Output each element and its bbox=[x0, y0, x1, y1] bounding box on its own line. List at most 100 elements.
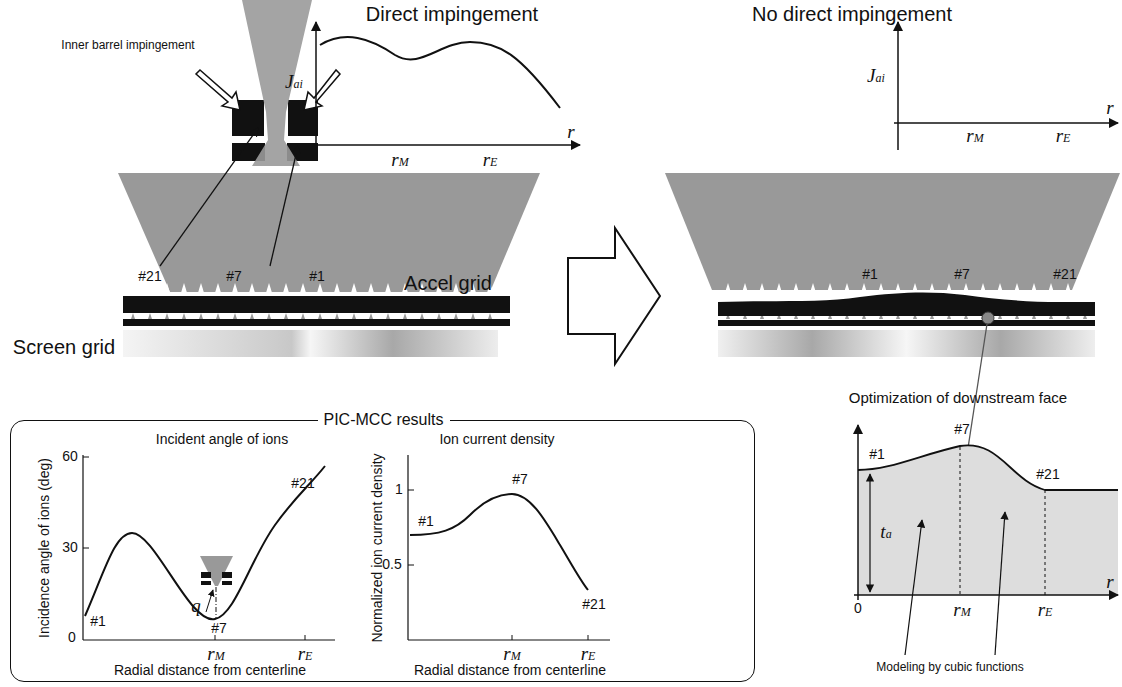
beamlet bbox=[267, 313, 271, 319]
plot-title: Incident angle of ions bbox=[156, 432, 288, 447]
axis-tick: rM bbox=[391, 150, 408, 171]
beamlet bbox=[335, 313, 339, 319]
beamlet bbox=[962, 283, 970, 296]
beamlet bbox=[384, 283, 392, 296]
beamlet bbox=[1081, 283, 1089, 296]
beamlet bbox=[775, 283, 783, 296]
beamlet bbox=[250, 313, 254, 319]
beamlet bbox=[367, 283, 375, 296]
beamlet bbox=[299, 283, 307, 296]
beamlet bbox=[826, 283, 834, 296]
axis-tick: rE bbox=[1056, 126, 1071, 147]
beamlet bbox=[996, 283, 1004, 296]
beamlet bbox=[1013, 283, 1021, 296]
beamlet bbox=[214, 283, 222, 296]
beamlet bbox=[197, 283, 205, 296]
beamlet bbox=[163, 283, 171, 296]
aperture-number: #7 bbox=[512, 472, 528, 487]
plot-title: Direct impingement bbox=[366, 3, 538, 25]
beamlet bbox=[248, 283, 256, 296]
note-text: Modeling by cubic functions bbox=[876, 661, 1023, 674]
beamlet bbox=[471, 313, 475, 319]
axis-symbol: Jai bbox=[867, 66, 885, 87]
beamlet bbox=[741, 283, 749, 296]
aperture-number: #21 bbox=[582, 597, 605, 612]
axis-tick: 0 bbox=[854, 601, 862, 616]
panel-title: Optimization of downstream face bbox=[849, 390, 1067, 407]
beamlet bbox=[809, 283, 817, 296]
beamlet bbox=[403, 313, 407, 319]
aperture-number: #21 bbox=[291, 476, 314, 491]
axis-symbol: r bbox=[1106, 572, 1113, 593]
beamlet bbox=[877, 283, 885, 296]
axis-tick: 60 bbox=[62, 449, 78, 464]
beamlet bbox=[216, 313, 220, 319]
beamlet bbox=[979, 283, 987, 296]
aperture-number: #7 bbox=[226, 269, 242, 284]
beamlet bbox=[318, 313, 322, 319]
plot-title: Ion current density bbox=[439, 432, 554, 447]
axis-symbol: r bbox=[567, 122, 574, 143]
axis-title: Normalized ion current density bbox=[370, 453, 385, 642]
beamlet bbox=[129, 283, 137, 296]
beamlet bbox=[199, 313, 203, 319]
beamlet bbox=[724, 283, 732, 296]
beamlet bbox=[182, 313, 186, 319]
beamlet bbox=[165, 313, 169, 319]
beamlet bbox=[265, 283, 273, 296]
axis-tick: rE bbox=[483, 150, 498, 171]
beamlet bbox=[792, 283, 800, 296]
angle-symbol: q bbox=[191, 596, 201, 617]
beamlet bbox=[146, 283, 154, 296]
axis-tick: rM bbox=[966, 126, 983, 147]
aperture-number: #1 bbox=[309, 269, 325, 284]
axis-tick: 30 bbox=[62, 540, 78, 555]
axis-title: Incidence angle of ions (deg) bbox=[37, 458, 52, 638]
aperture-number: #1 bbox=[862, 267, 878, 282]
axis-tick: rE bbox=[581, 644, 596, 665]
aperture-number: #1 bbox=[90, 614, 106, 629]
aperture-number: #21 bbox=[1053, 267, 1076, 282]
beamlet bbox=[284, 313, 288, 319]
grid-label: Accel grid bbox=[404, 272, 492, 294]
aperture-number: #7 bbox=[954, 422, 970, 437]
beamlet bbox=[369, 313, 373, 319]
aperture-number: #7 bbox=[954, 267, 970, 282]
beamlet bbox=[350, 283, 358, 296]
beamlet bbox=[386, 313, 390, 319]
beamlet bbox=[131, 313, 135, 319]
axis-title: Radial distance from centerline bbox=[414, 663, 606, 678]
beamlet bbox=[301, 313, 305, 319]
beamlet bbox=[1047, 283, 1055, 296]
beamlet bbox=[282, 283, 290, 296]
beamlet bbox=[1064, 283, 1072, 296]
panel-heading: PIC-MCC results bbox=[317, 411, 449, 429]
axis-symbol: Jai bbox=[285, 72, 303, 93]
beamlet bbox=[1030, 283, 1038, 296]
beamlet bbox=[148, 313, 152, 319]
beamlet bbox=[180, 283, 188, 296]
axis-tick: rM bbox=[503, 644, 520, 665]
callout-text: Inner barrel impingement bbox=[61, 39, 194, 52]
grid-label: Screen grid bbox=[13, 336, 115, 358]
axis-tick: 0.5 bbox=[382, 557, 401, 572]
beamlet bbox=[420, 313, 424, 319]
aperture-number: #21 bbox=[1036, 467, 1059, 482]
axis-tick: rE bbox=[1038, 600, 1053, 621]
beamlet bbox=[316, 283, 324, 296]
beamlet bbox=[233, 313, 237, 319]
aperture-number: #1 bbox=[869, 447, 885, 462]
beamlet bbox=[758, 283, 766, 296]
dimension-label: ta bbox=[880, 522, 891, 543]
beamlet bbox=[333, 283, 341, 296]
axis-title: Radial distance from centerline bbox=[114, 663, 306, 678]
axis-tick: rM bbox=[953, 600, 970, 621]
beamlet bbox=[231, 283, 239, 296]
axis-tick: rM bbox=[207, 644, 224, 665]
aperture-number: #1 bbox=[418, 514, 434, 529]
beamlet bbox=[843, 283, 851, 296]
beamlet bbox=[437, 313, 441, 319]
axis-symbol: r bbox=[1106, 98, 1113, 119]
plot-title: No direct impingement bbox=[752, 3, 952, 25]
